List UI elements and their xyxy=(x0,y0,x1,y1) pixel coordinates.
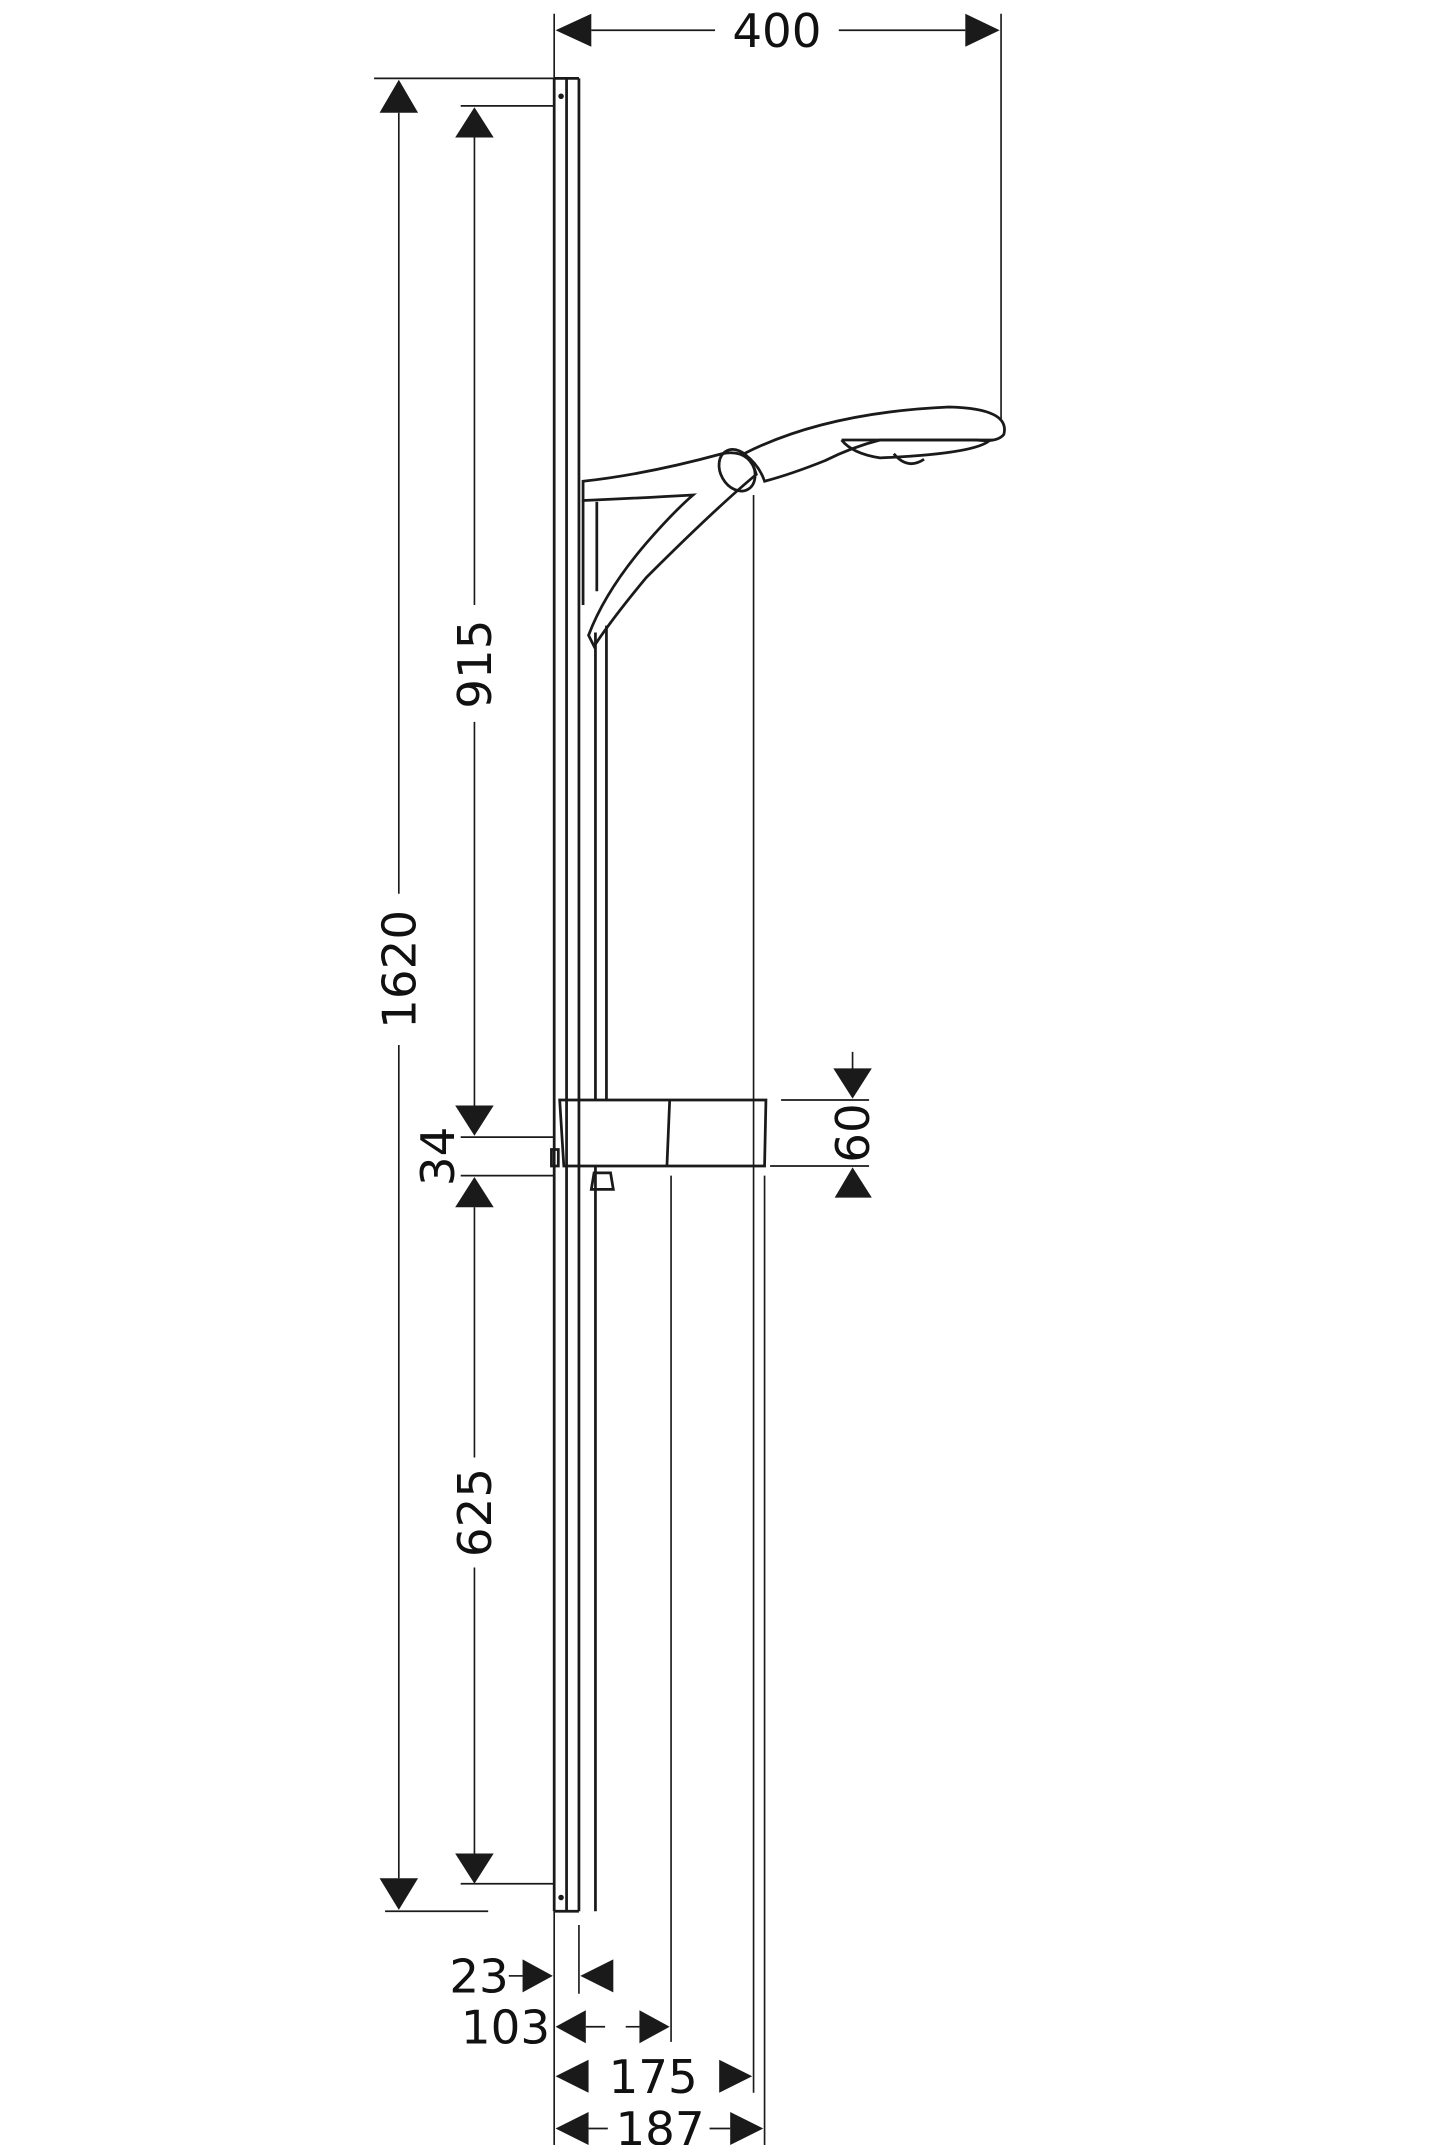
dim-175: 175 xyxy=(609,2051,698,2105)
hose xyxy=(594,625,608,1912)
dim-1620: 1620 xyxy=(373,910,427,1029)
soap-holder xyxy=(550,1098,768,1191)
dimension-holder-height: 60 xyxy=(770,1051,881,1198)
hand-shower xyxy=(581,405,1006,650)
dim-60: 60 xyxy=(827,1103,881,1163)
dimension-depths: 23 103 175 187 xyxy=(449,495,766,2145)
dimension-width: 400 xyxy=(553,5,1002,420)
dim-187: 187 xyxy=(615,2103,704,2145)
dim-915: 915 xyxy=(449,620,503,709)
dim-103: 103 xyxy=(461,2001,550,2055)
dimension-height: 1620 xyxy=(373,77,555,1913)
dim-400: 400 xyxy=(732,5,821,59)
dim-34: 34 xyxy=(412,1127,466,1187)
dimension-lower: 625 xyxy=(449,1177,555,1885)
dim-23: 23 xyxy=(449,1950,509,2004)
dim-625: 625 xyxy=(449,1468,503,1557)
dimension-upper: 915 xyxy=(449,105,555,1138)
dimension-offset: 34 xyxy=(412,1127,555,1187)
shower-rail xyxy=(552,77,581,1913)
